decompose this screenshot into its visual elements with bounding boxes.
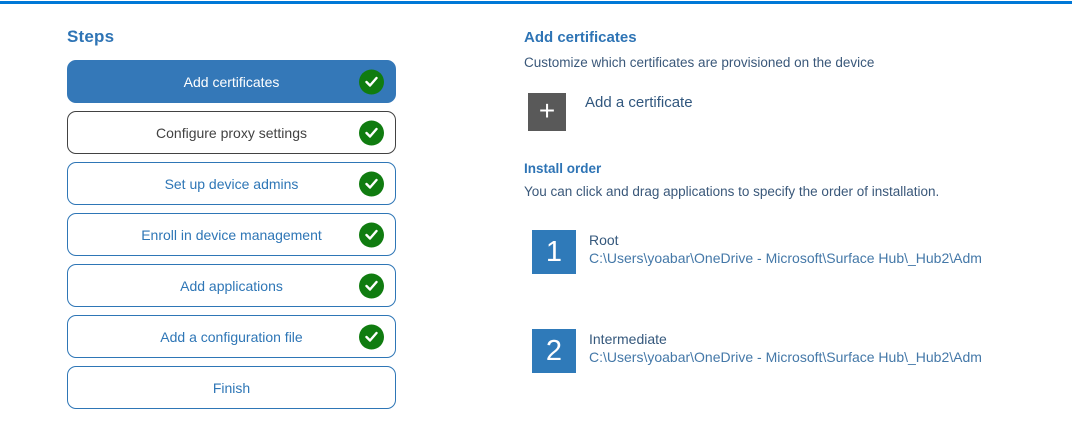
check-icon: [359, 273, 384, 298]
check-icon: [359, 171, 384, 196]
step-set-up-device-admins[interactable]: Set up device admins: [67, 162, 396, 205]
step-label: Add applications: [180, 277, 283, 294]
certificate-path: C:\Users\yoabar\OneDrive - Microsoft\Sur…: [589, 349, 982, 365]
order-number-badge: 2: [532, 329, 576, 373]
certificate-item-intermediate[interactable]: 2 Intermediate C:\Users\yoabar\OneDrive …: [532, 329, 1009, 373]
certificate-name: Intermediate: [589, 331, 667, 347]
check-icon: [359, 222, 384, 247]
step-add-a-configuration-file[interactable]: Add a configuration file: [67, 315, 396, 358]
step-add-applications[interactable]: Add applications: [67, 264, 396, 307]
steps-heading: Steps: [67, 27, 115, 46]
add-certificate-button[interactable]: +: [528, 93, 566, 131]
step-list: Add certificates Configure proxy setting…: [67, 60, 396, 409]
certificate-path: C:\Users\yoabar\OneDrive - Microsoft\Sur…: [589, 250, 982, 266]
step-add-certificates[interactable]: Add certificates: [67, 60, 396, 103]
certificate-item-root[interactable]: 1 Root C:\Users\yoabar\OneDrive - Micros…: [532, 230, 1009, 274]
step-label: Add a configuration file: [160, 328, 303, 345]
install-order-heading: Install order: [524, 161, 602, 176]
step-label: Finish: [212, 379, 251, 396]
step-label: Enroll in device management: [141, 226, 322, 243]
certificate-item-text: Intermediate C:\Users\yoabar\OneDrive - …: [589, 329, 1009, 373]
step-label: Configure proxy settings: [156, 124, 307, 141]
step-finish[interactable]: Finish: [67, 366, 396, 409]
add-certificate-row: + Add a certificate: [528, 93, 693, 131]
order-number-badge: 1: [532, 230, 576, 274]
steps-sidebar: Steps Add certificates Configure proxy s…: [67, 27, 396, 417]
step-enroll-in-device-management[interactable]: Enroll in device management: [67, 213, 396, 256]
check-icon: [359, 69, 384, 94]
check-icon: [359, 120, 384, 145]
add-certificates-panel: Add certificates Customize which certifi…: [524, 0, 1064, 443]
plus-icon: +: [538, 95, 556, 126]
panel-subtitle: Customize which certificates are provisi…: [524, 55, 875, 70]
check-icon: [359, 324, 384, 349]
top-accent-rule: [0, 1, 1072, 4]
certificate-item-text: Root C:\Users\yoabar\OneDrive - Microsof…: [589, 230, 1009, 274]
step-label: Set up device admins: [164, 175, 299, 192]
step-label: Add certificates: [183, 73, 280, 90]
add-certificate-label: Add a certificate: [585, 94, 693, 111]
install-order-description: You can click and drag applications to s…: [524, 184, 940, 199]
step-configure-proxy-settings[interactable]: Configure proxy settings: [67, 111, 396, 154]
panel-title: Add certificates: [524, 29, 637, 46]
certificate-name: Root: [589, 232, 619, 248]
